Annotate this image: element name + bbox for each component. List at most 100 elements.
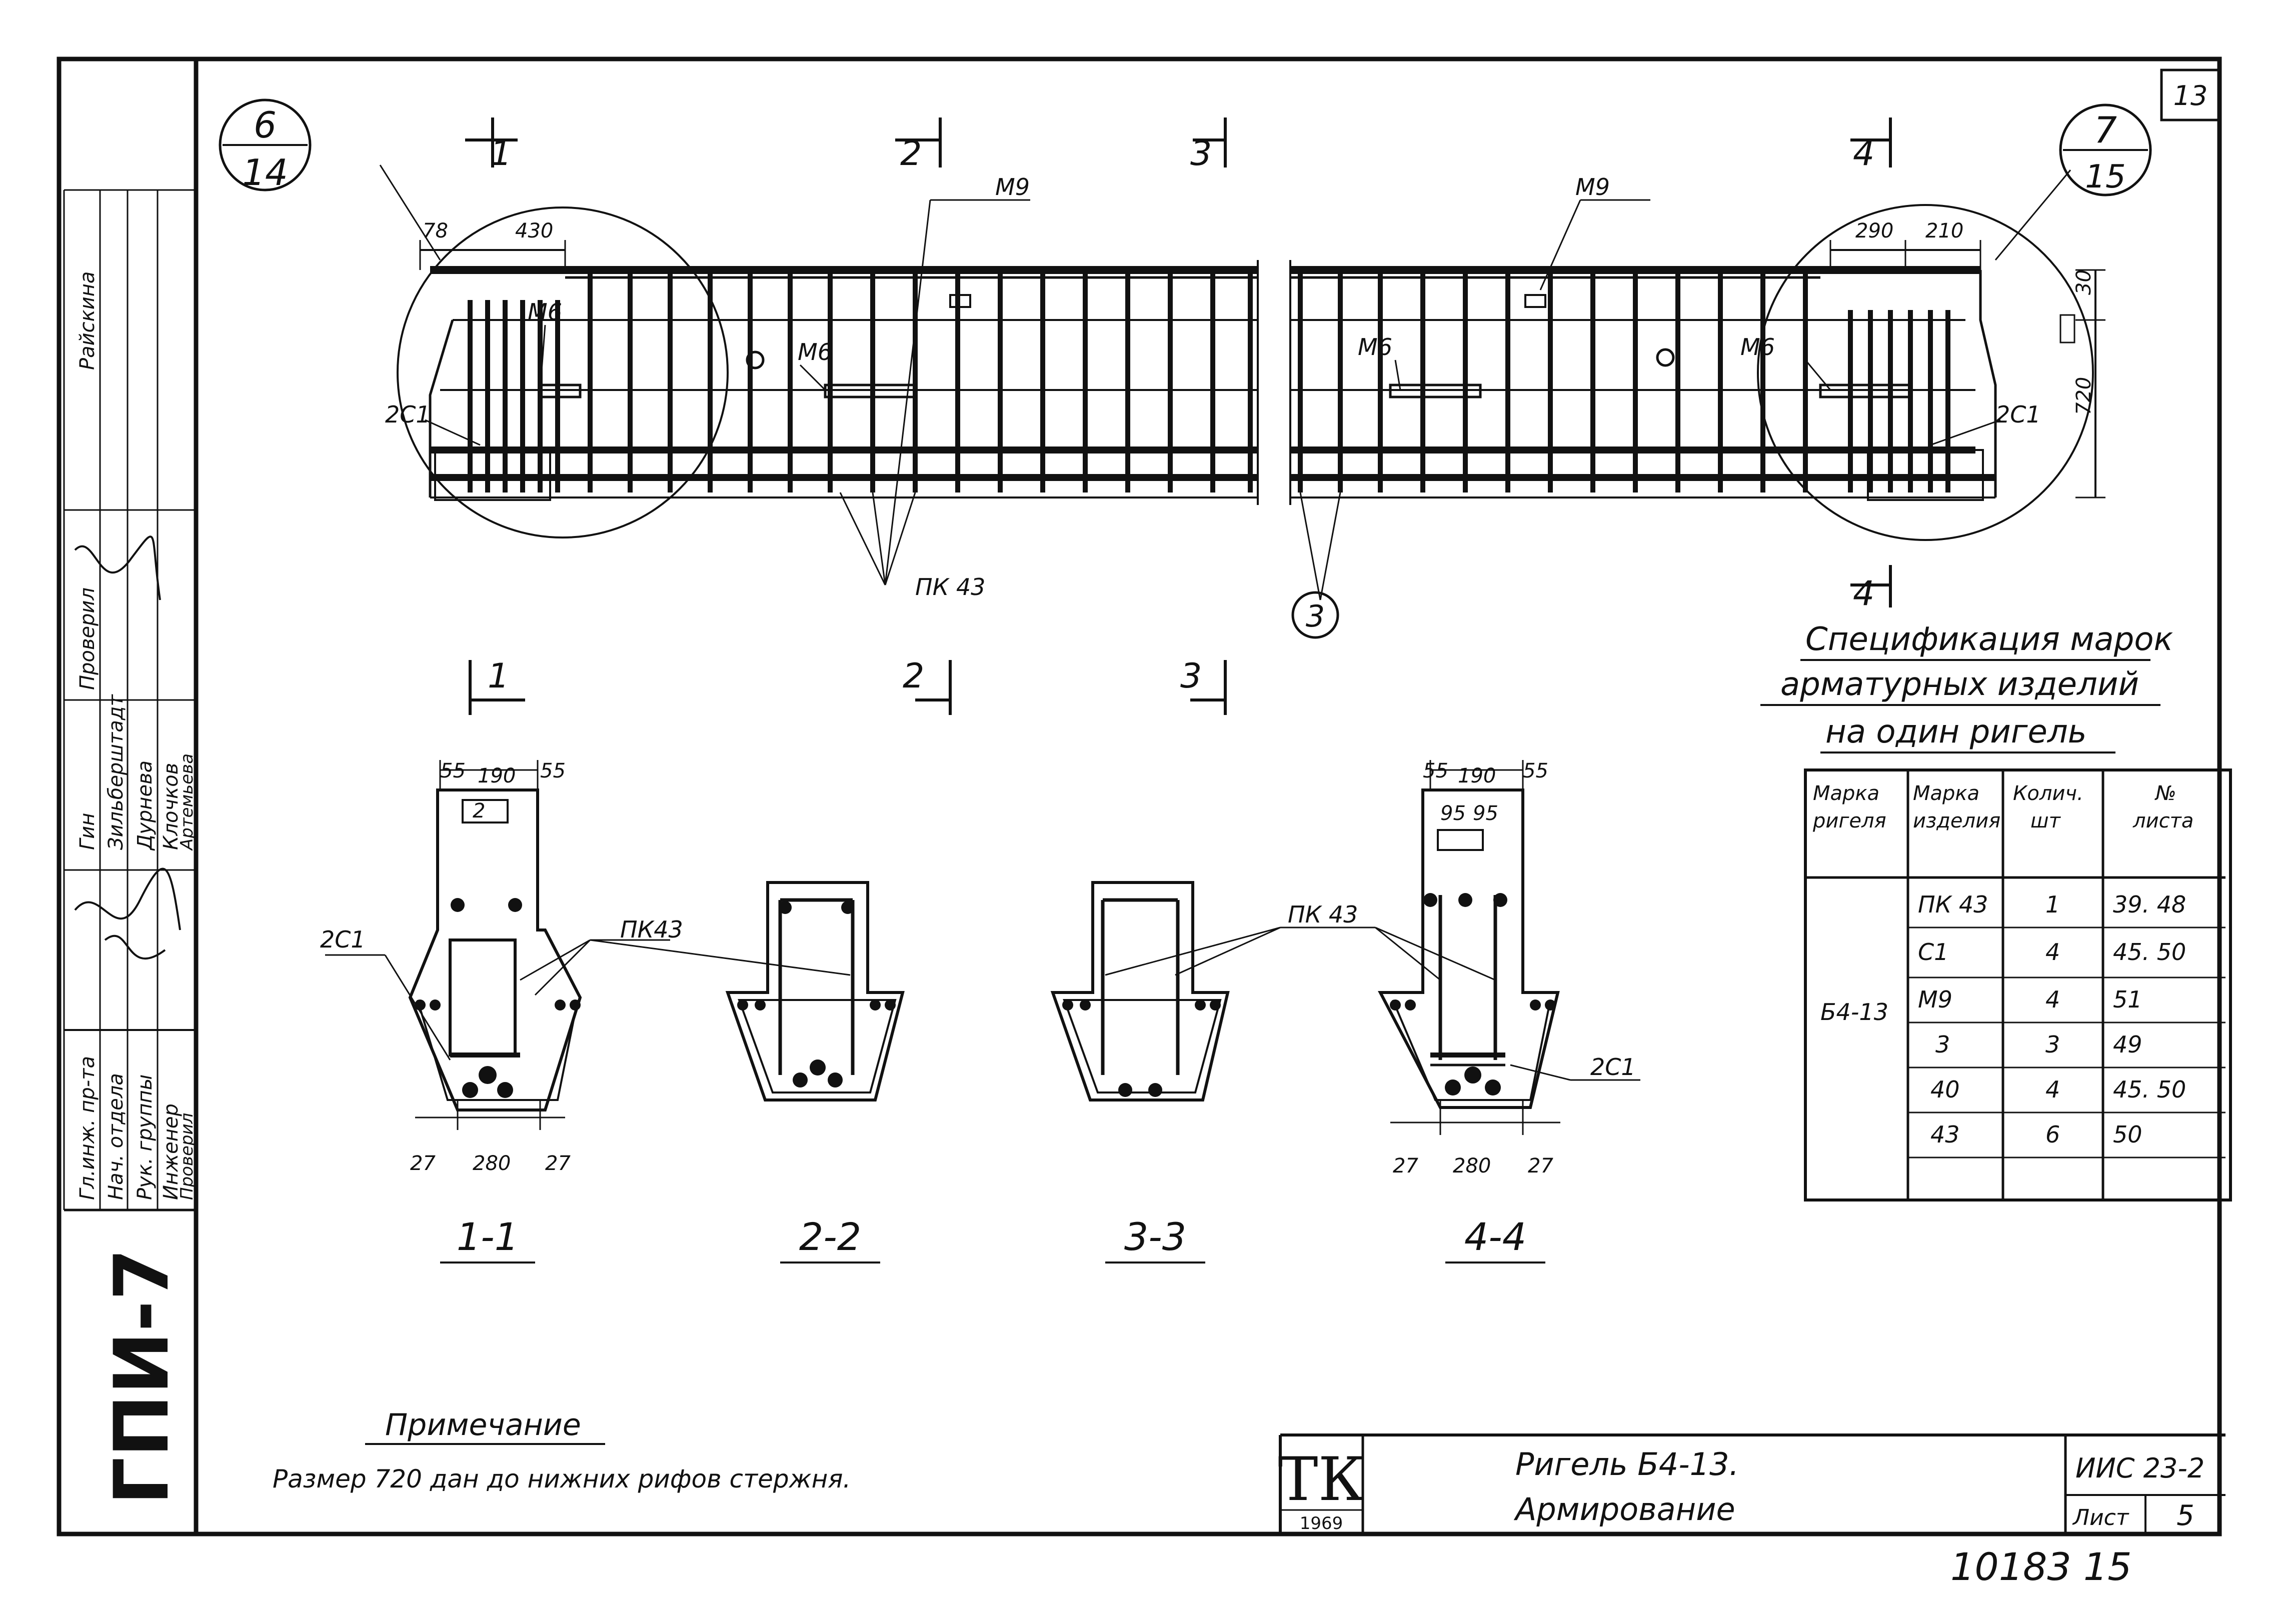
spec-row6-sheet: 50 (2113, 1121, 2142, 1148)
spec-title-2: арматурных изделий (1780, 666, 2139, 703)
dim-720: 720 (2072, 377, 2095, 415)
spec-table (1804, 768, 2232, 1202)
spec-row2-sheet: 45. 50 (2113, 938, 2186, 966)
dim-55-d: 55 (1523, 760, 1548, 782)
dim-280-a: 280 (473, 1152, 511, 1175)
spec-h-sheet-1: № (2154, 782, 2176, 805)
stamp-checked-label: Проверил (76, 588, 99, 690)
section-mark-2: 2 (900, 134, 922, 174)
spec-beam-mark: Б4-13 (1820, 998, 1888, 1026)
signature-1 (74, 868, 181, 930)
title-sheet-no: 5 (2176, 1500, 2194, 1532)
note-title: Примечание (385, 1408, 581, 1442)
stamp-role-2: Нач. отдела (105, 1073, 128, 1200)
label-pk43-s11: ПК43 (620, 916, 683, 943)
spec-h-qty-2: шт (2030, 810, 2061, 832)
stamp-name-2: Зильберштадт (105, 694, 128, 850)
stamp-block (63, 189, 196, 1212)
dim-190-a: 190 (478, 764, 516, 788)
detail-circle-right (1757, 204, 2094, 541)
spec-row4-item: 3 (1935, 1031, 1950, 1058)
label-m6-a: М6 (528, 298, 562, 326)
dim-210: 210 (1925, 220, 1963, 242)
callout-left-top: 6 (254, 104, 277, 146)
dim-55-a: 55 (440, 760, 466, 782)
section-title-4-4: 4-4 (1464, 1214, 1526, 1259)
callout-7-15 (2059, 104, 2152, 196)
title-year: 1969 (1300, 1514, 1343, 1534)
mark-2: 2 (473, 800, 485, 822)
label-pk43-s44: ПК 43 (1288, 901, 1358, 928)
beam-elevation (379, 118, 2105, 608)
dim-30: 30 (2072, 270, 2095, 295)
label-2c1-left: 2С1 (385, 401, 431, 428)
note-text: Размер 720 дан до нижних рифов стержня. (273, 1464, 851, 1494)
spec-h-beam-1: Марка (1813, 782, 1879, 805)
section-title-1-1: 1-1 (457, 1214, 519, 1259)
signature-3 (74, 536, 161, 600)
section-mark-4-bottom: 4 (1853, 574, 1874, 614)
label-2c1-right: 2С1 (1995, 401, 2041, 428)
dim-95-b: 95 (1473, 802, 1498, 825)
spec-row5-qty: 4 (2045, 1076, 2060, 1103)
spec-row6-item: 43 (1930, 1121, 1960, 1148)
spec-row3-qty: 4 (2045, 986, 2060, 1013)
spec-row3-item: М9 (1918, 986, 1952, 1013)
stamp-name-3: Дурнева (134, 760, 157, 851)
section-3-3 (1050, 881, 1230, 1102)
spec-row1-item: ПК 43 (1918, 891, 1988, 918)
label-m9-left: М9 (995, 174, 1030, 200)
title-series: ИИС 23-2 (2075, 1452, 2204, 1484)
spec-h-qty-1: Колич. (2013, 782, 2083, 805)
dim-27-c: 27 (1393, 1154, 1418, 1178)
spec-title-1: Спецификация марок (1805, 621, 2173, 658)
callout-right-bottom: 15 (2085, 158, 2125, 196)
dim-27-b: 27 (545, 1152, 571, 1175)
signature-2 (104, 934, 166, 960)
title-logo: ТК (1278, 1445, 1365, 1514)
dim-280-b: 280 (1453, 1154, 1491, 1178)
org-code: ГПИ-7 (99, 1248, 186, 1505)
stamp-name-5: Артемьева (177, 754, 197, 851)
section-1-1 (325, 760, 582, 1130)
stamp-checker-name: Райскина (76, 272, 99, 370)
section-title-3-3: 3-3 (1124, 1214, 1186, 1259)
spec-row2-qty: 4 (2045, 938, 2060, 966)
dim-95-a: 95 (1440, 802, 1466, 825)
dim-78: 78 (423, 220, 448, 242)
stamp-role-5: Проверил (177, 1113, 197, 1200)
callout-6-14 (219, 98, 312, 192)
stamp-role-1: Гл.инж. пр-та (76, 1056, 99, 1200)
archive-number: 10183 15 (1950, 1544, 2132, 1589)
section-mark-4-top: 4 (1853, 134, 1874, 174)
callout-left-bottom: 14 (242, 152, 288, 194)
callout-item3: 3 (1306, 599, 1325, 634)
title-sheet-label: Лист (2072, 1505, 2129, 1530)
label-m9-right: М9 (1575, 174, 1610, 200)
spec-row5-sheet: 45. 50 (2113, 1076, 2186, 1103)
stamp-name-4: Клочков (160, 763, 183, 850)
dim-55-b: 55 (540, 760, 566, 782)
stamp-role-4: Инженер (160, 1104, 183, 1200)
plan-mark-1: 1 (488, 656, 509, 696)
callout-right-top: 7 (2094, 109, 2117, 151)
section-mark-3: 3 (1190, 134, 1212, 174)
dim-27-a: 27 (410, 1152, 436, 1175)
corner-sheet-number: 13 (2173, 80, 2208, 112)
spec-row6-qty: 6 (2045, 1121, 2060, 1148)
callout-3 (1291, 591, 1339, 639)
dim-430: 430 (515, 220, 553, 242)
label-2c1-s11: 2С1 (320, 926, 366, 953)
spec-title-3: на один ригель (1825, 714, 2086, 750)
label-m6-c: М6 (1358, 334, 1392, 360)
section-2-2 (725, 881, 905, 1102)
detail-circle-left (397, 206, 729, 538)
section-4-4 (1378, 760, 1640, 1135)
sheet-frame (57, 56, 2222, 1536)
spec-row1-sheet: 39. 48 (2113, 891, 2186, 918)
dim-55-c: 55 (1423, 760, 1448, 782)
stamp-role-3: Рук. группы (134, 1074, 157, 1200)
section-title-2-2: 2-2 (799, 1214, 861, 1259)
title-line-1: Ригель Б4-13. (1515, 1446, 1739, 1482)
